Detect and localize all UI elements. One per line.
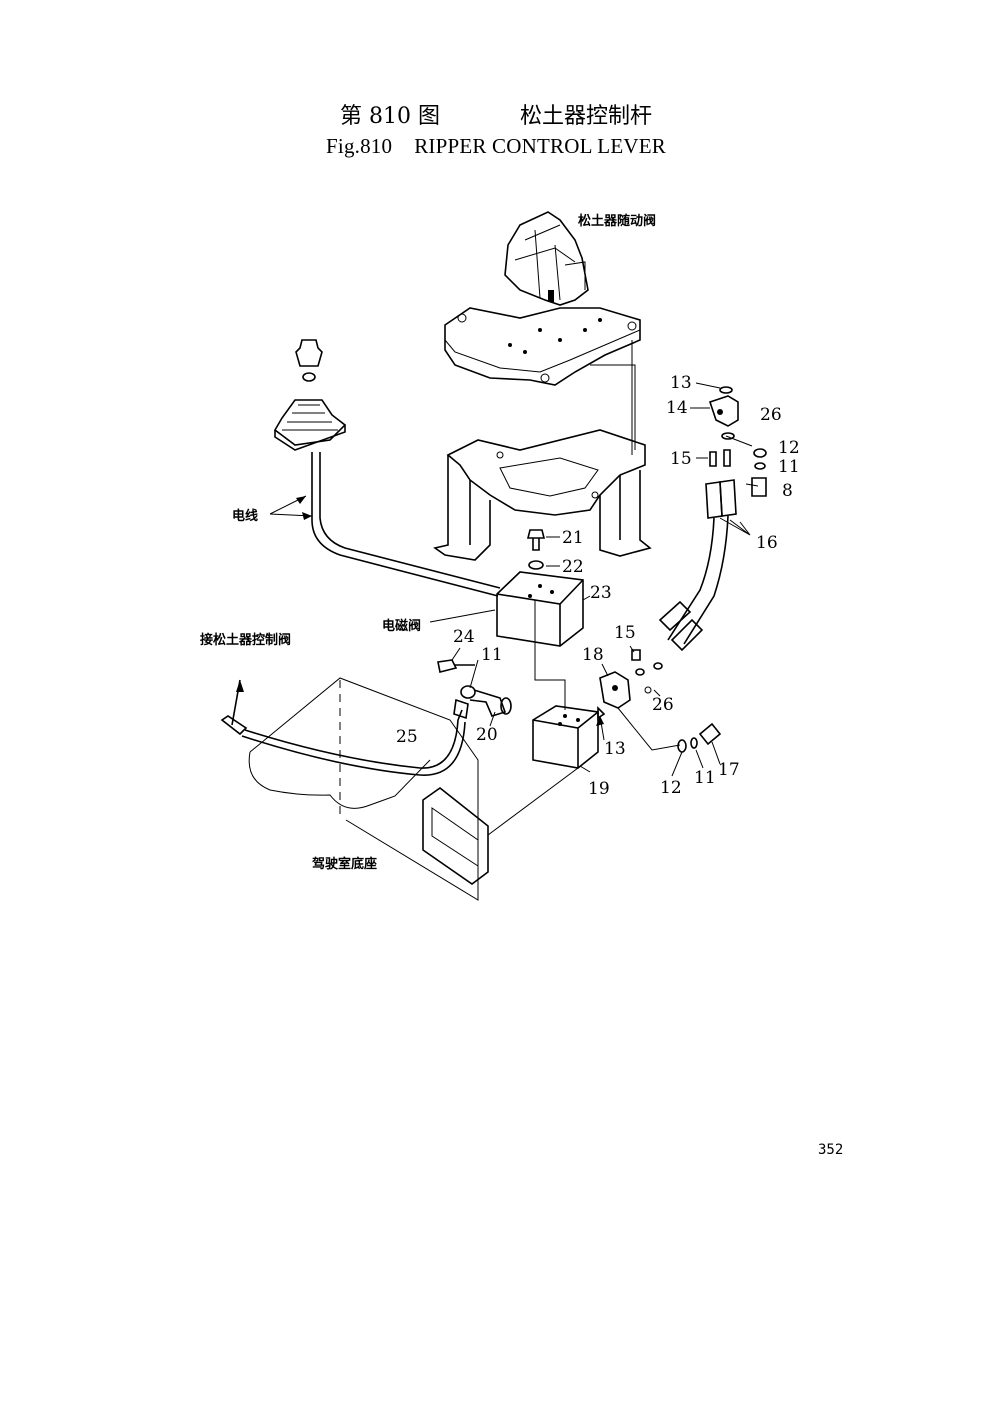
callout-12b: 12 (660, 778, 682, 798)
hose-16-assembly (658, 386, 767, 652)
figure-name-en: RIPPER CONTROL LEVER (414, 134, 666, 158)
leader-arrows (236, 496, 604, 726)
assembly-line (590, 364, 636, 450)
elbow-fitting-20 (437, 659, 512, 717)
chinese-labels: 松土器随动阀 电线 电磁阀 接松土器控制阀 驾驶室底座 (200, 213, 656, 872)
callout-14: 14 (666, 398, 688, 418)
callout-19: 19 (588, 779, 610, 799)
fitting-18 (597, 649, 722, 753)
callout-18: 18 (582, 645, 604, 665)
callout-11a: 11 (778, 457, 800, 477)
callout-12a: 12 (778, 438, 800, 458)
callout-25: 25 (396, 727, 418, 747)
callout-labels: 13 14 26 12 15 11 8 16 21 22 23 24 11 15… (396, 373, 800, 799)
callout-8: 8 (782, 481, 793, 501)
callout-23: 23 (590, 583, 612, 603)
lever-bracket (433, 429, 652, 561)
callout-22: 22 (562, 557, 584, 577)
label-follow-valve: 松土器随动阀 (578, 213, 656, 229)
leader-lines (429, 382, 759, 777)
label-to-ripper-valve: 接松土器控制阀 (200, 632, 291, 648)
callout-24: 24 (453, 627, 475, 647)
callout-11c: 11 (694, 768, 716, 788)
figure-title-en: Fig.810 RIPPER CONTROL LEVER (0, 134, 992, 159)
figure-title-cn: 第 810 图 松土器控制杆 (0, 98, 992, 130)
wire (311, 452, 499, 597)
callout-13b: 13 (604, 739, 626, 759)
callout-20: 20 (476, 725, 498, 745)
ripper-follow-valve (504, 211, 589, 306)
figure-number-en: Fig.810 (326, 134, 393, 158)
wire (319, 452, 501, 589)
hose-25 (220, 679, 469, 776)
label-cab-base: 驾驶室底座 (312, 856, 377, 872)
wire-leader (269, 495, 313, 517)
callout-21: 21 (562, 528, 584, 548)
solenoid-valve (496, 571, 584, 710)
control-lever-knob (273, 339, 347, 451)
callout-13a: 13 (670, 373, 692, 393)
cab-base (248, 677, 579, 901)
bolt-21 (526, 529, 546, 570)
figure-name-cn: 松土器控制杆 (519, 104, 652, 129)
callout-15b: 15 (614, 623, 636, 643)
figure-number-cn: 第 810 图 (340, 104, 440, 129)
callout-16: 16 (756, 533, 778, 553)
callout-26b: 26 (652, 695, 674, 715)
callout-15a: 15 (670, 449, 692, 469)
callout-26a: 26 (760, 405, 782, 425)
callout-11b: 11 (481, 645, 503, 665)
label-solenoid-valve: 电磁阀 (382, 618, 421, 634)
page-number: 352 (818, 1142, 844, 1158)
callout-17: 17 (718, 760, 740, 780)
valve-block-19 (532, 705, 599, 769)
label-wire: 电线 (232, 508, 258, 524)
mounting-plate (444, 307, 641, 386)
